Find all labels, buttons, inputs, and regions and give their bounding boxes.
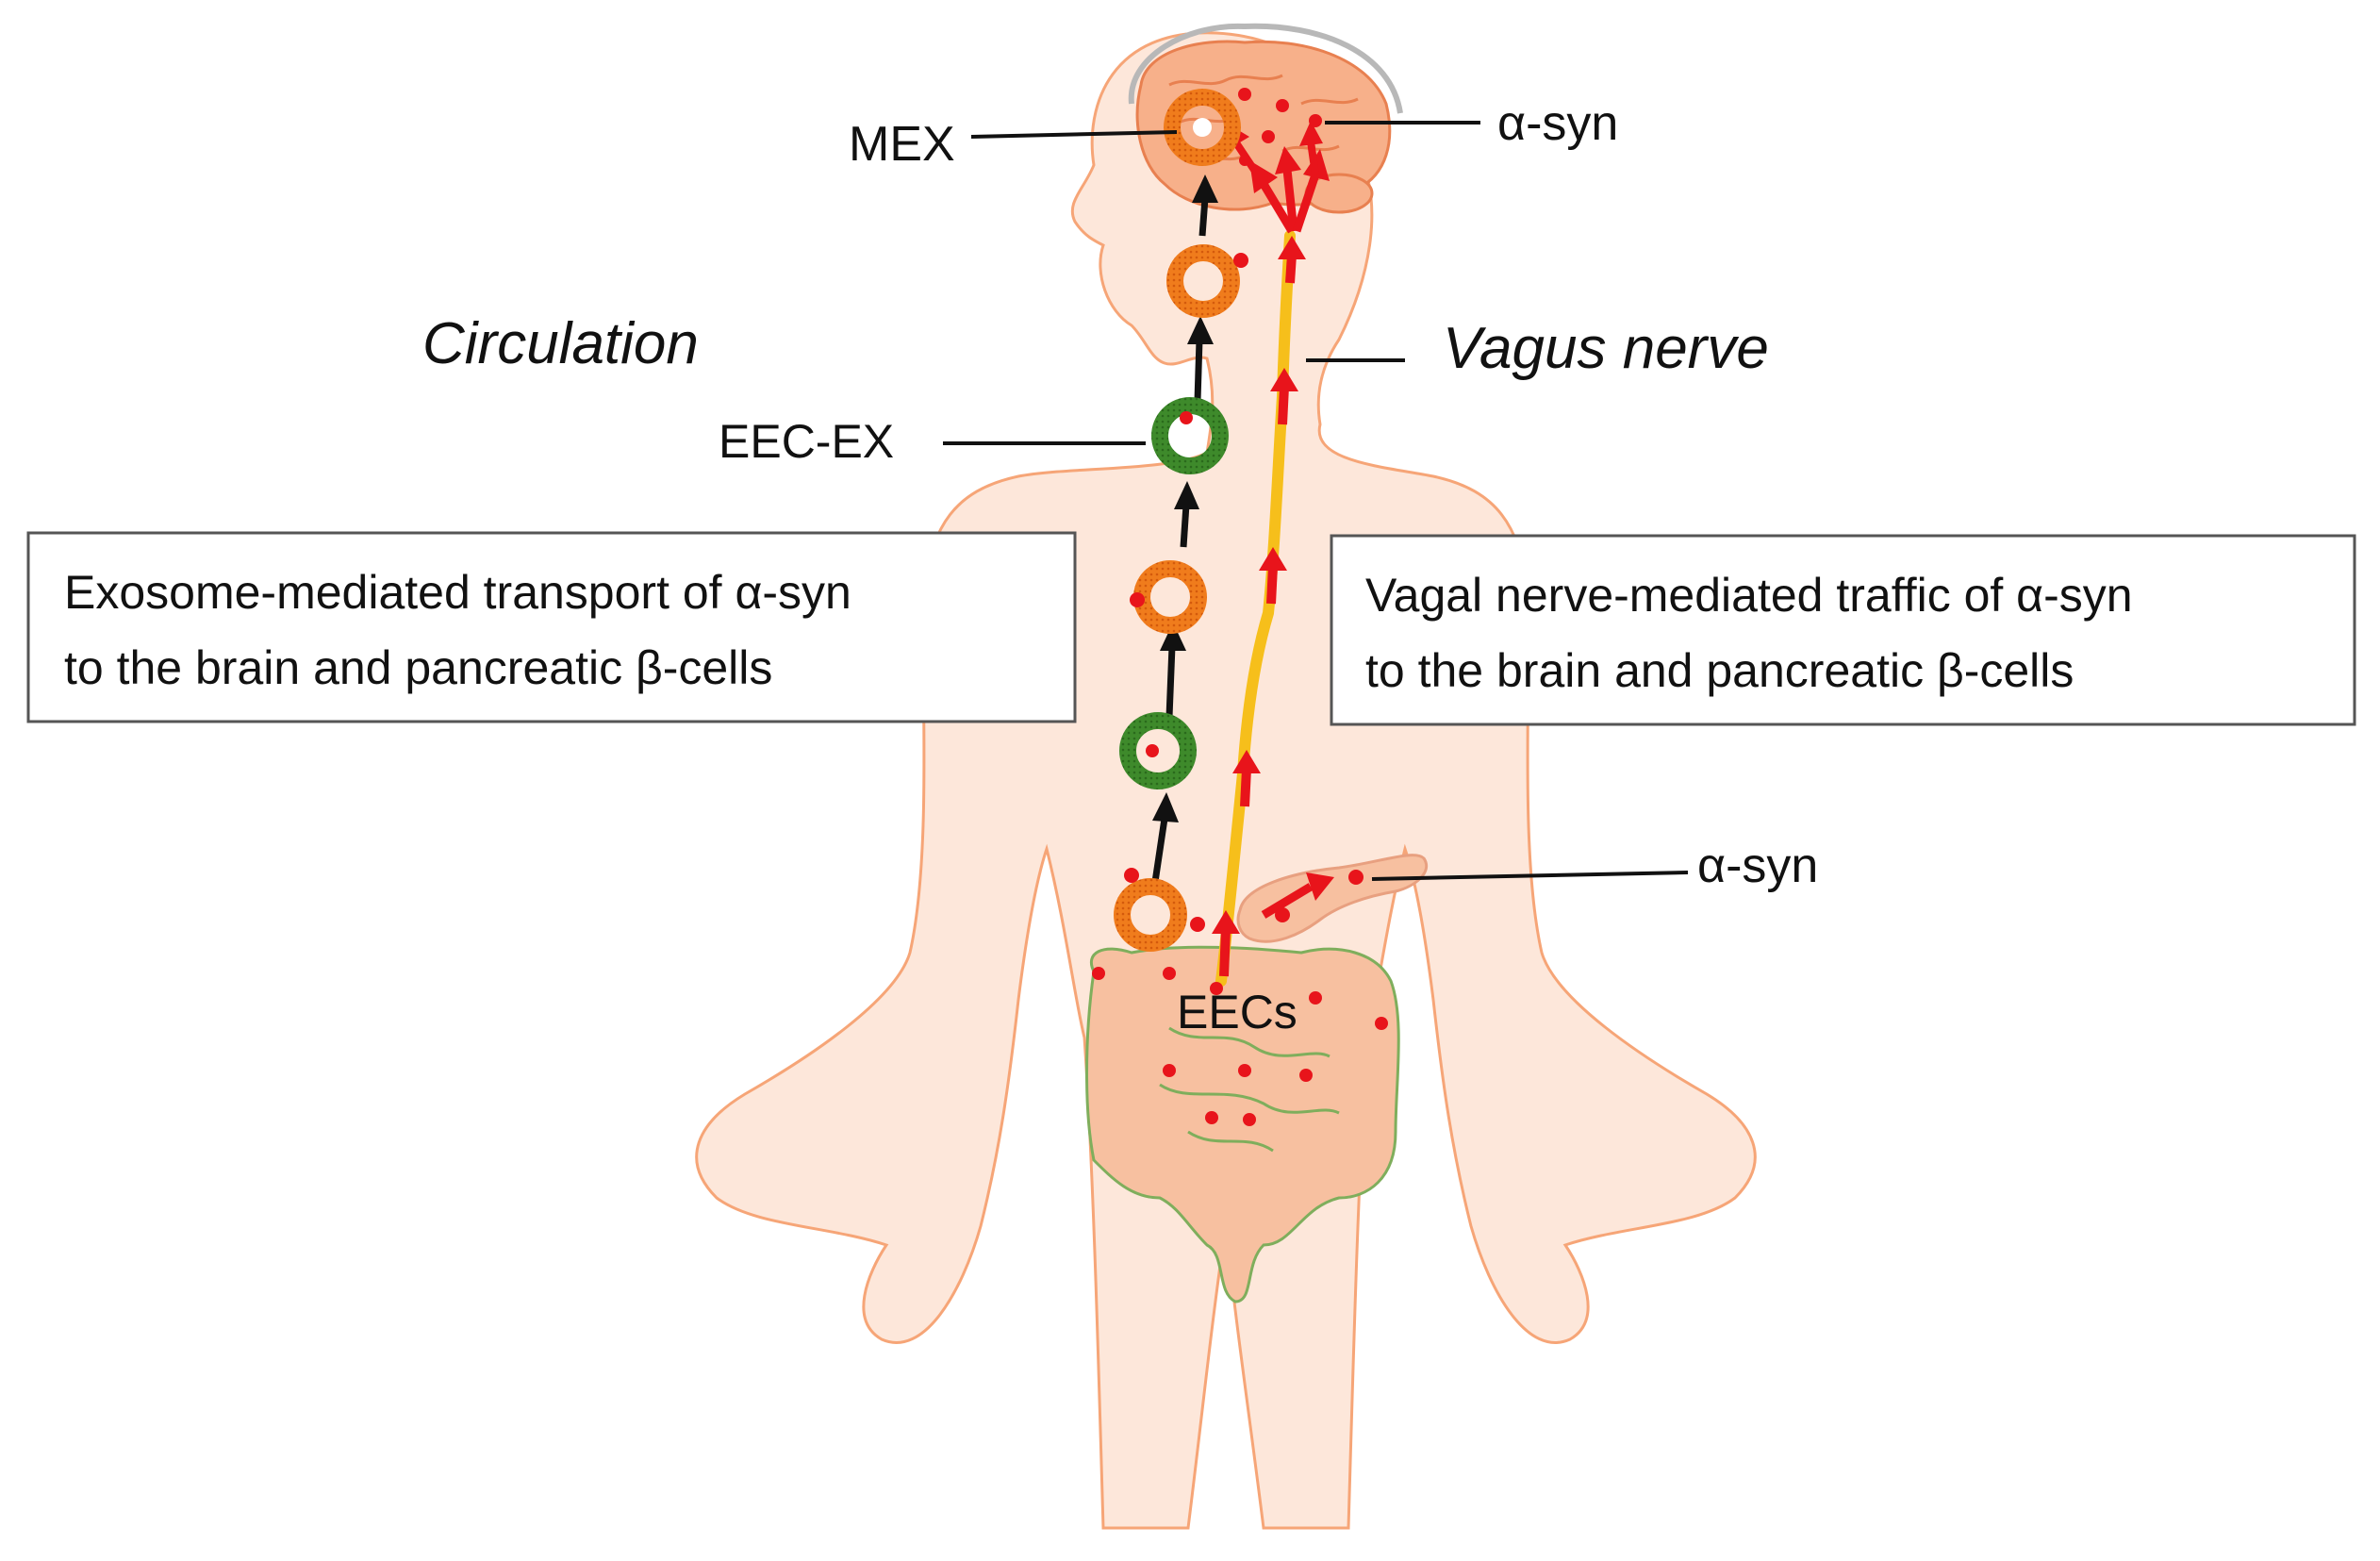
label-eecs: EECs: [1177, 986, 1297, 1038]
leader-lines: [943, 121, 1689, 881]
asyn-dots: [1092, 88, 1388, 1126]
label-eec-ex: EEC-EX: [719, 415, 894, 468]
exosome-orange-3: [1130, 560, 1207, 634]
exosome-mex: [1164, 89, 1241, 166]
exosome-green-2: [1119, 712, 1197, 789]
right-info-box: Vagal nerve-mediated traffic of α-syn to…: [1330, 534, 2356, 726]
body-silhouette: [695, 31, 1757, 1530]
exosome-orange-2: [1166, 244, 1248, 318]
nerve-red-arrows: [1212, 121, 1334, 977]
brain: [1128, 23, 1403, 214]
left-box-line2: to the brain and pancreatic β-cells: [64, 641, 772, 694]
circulation-arrows: [1151, 174, 1218, 883]
exosome-eec-ex: [1151, 397, 1229, 474]
vagus-nerve: [1215, 230, 1296, 987]
left-box-line1: Exosome-mediated transport of α-syn: [64, 566, 851, 619]
label-asyn-brain: α-syn: [1497, 96, 1618, 151]
label-asyn-pancreas: α-syn: [1697, 839, 1818, 893]
label-vagus-nerve: Vagus nerve: [1443, 316, 1769, 381]
intestines: [1085, 945, 1400, 1304]
right-box-line2: to the brain and pancreatic β-cells: [1365, 644, 2074, 697]
label-mex: MEX: [849, 117, 955, 172]
exosome-orange-4: [1114, 868, 1205, 952]
right-box-line1: Vagal nerve-mediated traffic of α-syn: [1365, 569, 2133, 622]
label-circulation: Circulation: [422, 311, 699, 376]
left-info-box: Exosome-mediated transport of α-syn to t…: [26, 531, 1077, 723]
